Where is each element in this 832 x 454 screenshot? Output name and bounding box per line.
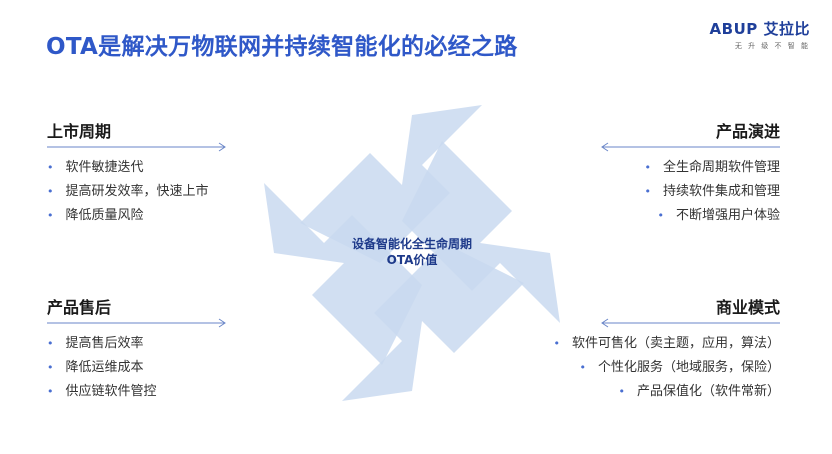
cycle-arrows-graphic bbox=[264, 105, 560, 401]
list-item: 持续软件集成和管理 bbox=[490, 180, 780, 204]
quadrant-business-model: 商业模式 软件可售化（卖主题，应用，算法） 个性化服务（地域服务，保险） 产品保… bbox=[490, 294, 780, 404]
cycle-diagram bbox=[262, 103, 562, 403]
quadrant-title: 上市周期 bbox=[47, 122, 112, 141]
list-item: 供应链软件管控 bbox=[47, 380, 277, 404]
center-line-2: OTA价值 bbox=[386, 253, 438, 267]
cycle-arrow-right bbox=[402, 141, 560, 323]
list-item: 不断增强用户体验 bbox=[490, 204, 780, 228]
center-line-1: 设备智能化全生命周期 bbox=[351, 237, 472, 251]
list-item: 降低质量风险 bbox=[47, 204, 277, 228]
list-item: 提高研发效率，快速上市 bbox=[47, 180, 277, 204]
list-item: 产品保值化（软件常新） bbox=[490, 380, 780, 404]
cycle-center-label: 设备智能化全生命周期 OTA价值 bbox=[262, 236, 562, 268]
cycle-arrow-bottom bbox=[342, 243, 524, 401]
brand-logo: ABUP 艾拉比 无 升 级 不 智 能 bbox=[698, 18, 810, 51]
list-item: 提高售后效率 bbox=[47, 332, 277, 356]
cycle-arrow-left bbox=[264, 183, 422, 365]
list-item: 软件可售化（卖主题，应用，算法） bbox=[490, 332, 780, 356]
quadrant-title: 产品售后 bbox=[47, 298, 112, 317]
logo-slogan: 无 升 级 不 智 能 bbox=[734, 42, 810, 50]
logo-name: ABUP 艾拉比 bbox=[709, 20, 810, 38]
divider-arrow bbox=[47, 318, 277, 330]
quadrant-product-evolution: 产品演进 全生命周期软件管理 持续软件集成和管理 不断增强用户体验 bbox=[490, 118, 780, 228]
quadrant-title: 商业模式 bbox=[715, 298, 780, 317]
quadrant-time-to-market: 上市周期 软件敏捷迭代 提高研发效率，快速上市 降低质量风险 bbox=[47, 118, 277, 228]
divider-arrow bbox=[490, 318, 780, 330]
list-item: 降低运维成本 bbox=[47, 356, 277, 380]
divider-arrow bbox=[490, 142, 780, 154]
page-title: OTA是解决万物联网并持续智能化的必经之路 bbox=[46, 34, 518, 60]
list-item: 全生命周期软件管理 bbox=[490, 156, 780, 180]
list-item: 个性化服务（地域服务，保险） bbox=[490, 356, 780, 380]
divider-arrow bbox=[47, 142, 277, 154]
quadrant-title: 产品演进 bbox=[715, 122, 780, 141]
quadrant-after-sales: 产品售后 提高售后效率 降低运维成本 供应链软件管控 bbox=[47, 294, 277, 404]
list-item: 软件敏捷迭代 bbox=[47, 156, 277, 180]
